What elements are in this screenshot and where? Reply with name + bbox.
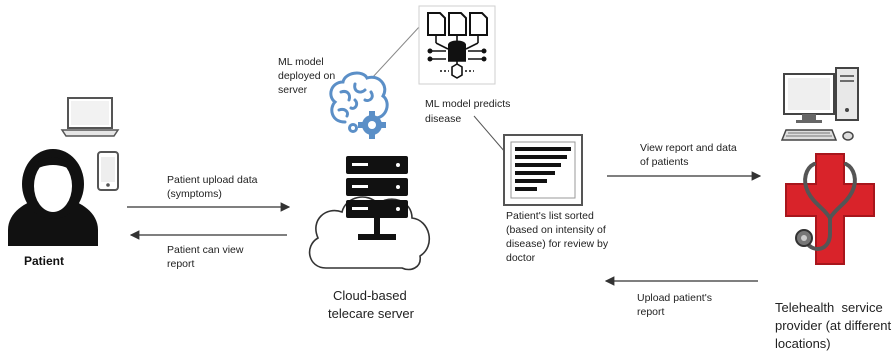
documents-network-icon (418, 5, 496, 85)
desktop-computer-icon (780, 67, 859, 141)
sorted-list-line1: Patient's list sorted (506, 210, 594, 222)
view-edge-label-line1: Patient can view (167, 244, 244, 256)
sorted-list-line4: doctor (506, 252, 536, 264)
server-label-line2: telecare server (328, 306, 414, 321)
cloud-server-icon (308, 156, 431, 271)
ml-predicts-line1: ML model predicts (425, 98, 511, 110)
upload-report-edge-line1: Upload patient's (637, 292, 712, 304)
provider-label-line2: provider (at different (775, 318, 892, 333)
ml-deployed-line3: server (278, 84, 308, 96)
view-edge-label-line2: report (167, 258, 195, 270)
person-icon (8, 149, 98, 246)
laptop-icon (60, 97, 120, 137)
sorted-list-line2: (based on intensity of (506, 224, 606, 236)
upload-edge-label-line2: (symptoms) (167, 188, 222, 200)
report-list-icon (503, 134, 583, 206)
view-report-edge-line2: of patients (640, 156, 689, 168)
sorted-list-line3: disease) for review by (506, 238, 609, 250)
upload-report-edge-line2: report (637, 306, 665, 318)
link-brain-to-docs (371, 25, 421, 79)
provider-label-line1: Telehealth service (775, 300, 883, 315)
view-report-edge-line1: View report and data (640, 142, 737, 154)
upload-edge-label-line1: Patient upload data (167, 174, 258, 186)
ml-predicts-line2: disease (425, 113, 462, 125)
brain-gear-icon (329, 71, 389, 139)
ml-deployed-line1: ML model (278, 56, 324, 68)
server-label-line1: Cloud-based (333, 288, 407, 303)
ml-deployed-line2: deployed on (278, 70, 336, 82)
provider-label-line3: locations) (775, 336, 831, 351)
phone-icon (97, 151, 119, 191)
patient-label: Patient (24, 254, 65, 268)
link-ml-to-list (473, 115, 506, 153)
medical-cross-stethoscope-icon (785, 153, 875, 265)
